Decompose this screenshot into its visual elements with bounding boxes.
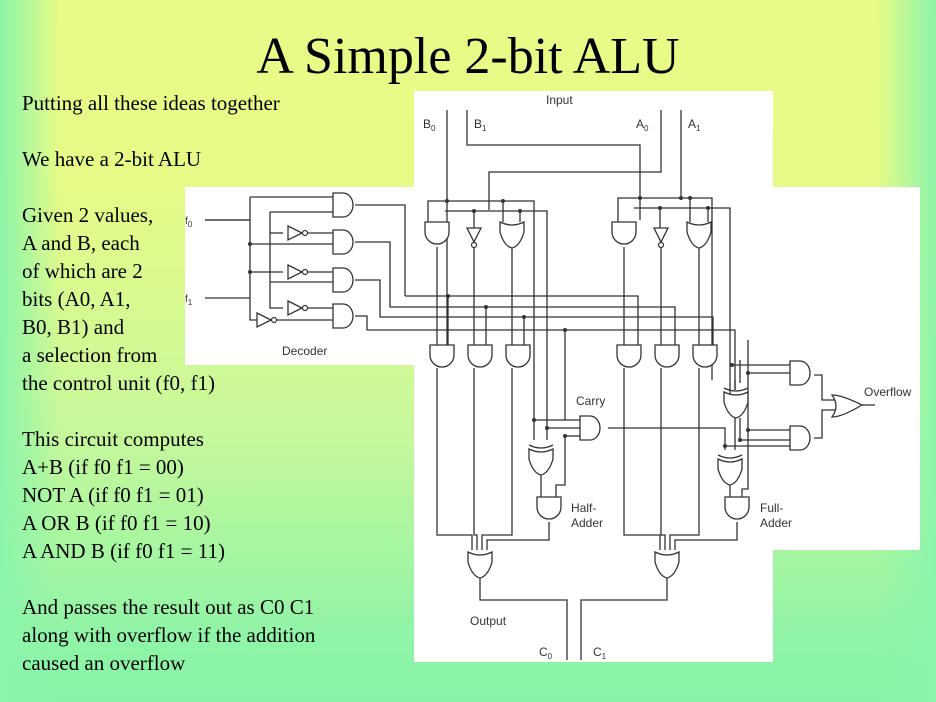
body-line: along with overflow if the addition	[22, 623, 316, 647]
body-line: of which are 2	[22, 259, 143, 283]
body-line: We have a 2-bit ALU	[22, 147, 202, 171]
full-adder-label-2: Adder	[760, 516, 792, 530]
body-line: A AND B (if f0 f1 = 11)	[22, 539, 225, 563]
body-line: This circuit computes	[22, 427, 204, 451]
a0-label: A0	[636, 117, 649, 133]
logic-gates-row1	[424, 221, 712, 249]
decoder-label: Decoder	[282, 344, 327, 358]
output-label: Output	[470, 614, 507, 628]
full-adder-label-1: Full-	[760, 501, 783, 515]
body-line: caused an overflow	[22, 651, 186, 675]
adder-gates	[528, 360, 864, 520]
f1-label: f1	[185, 294, 193, 307]
slide-body: Putting all these ideas together We have …	[22, 89, 315, 677]
diagram-background-top	[414, 91, 773, 191]
body-line: Given 2 values,	[22, 203, 154, 227]
diagram-background-right	[414, 360, 920, 550]
body-spacer	[22, 565, 315, 593]
body-spacer	[22, 397, 315, 425]
a1-label: A1	[688, 117, 701, 133]
body-spacer	[22, 173, 315, 201]
body-line: NOT A (if f0 f1 = 01)	[22, 483, 204, 507]
body-line: bits (A0, A1,	[22, 287, 131, 311]
f0-label: f0	[185, 216, 193, 229]
overflow-label: Overflow	[864, 385, 912, 399]
c0-label: C0	[539, 645, 553, 661]
diagram-background-main	[185, 187, 920, 365]
carry-label: Carry	[576, 394, 605, 408]
slide-title: A Simple 2-bit ALU	[256, 28, 680, 85]
body-line: the control unit (f0, f1)	[22, 371, 216, 395]
body-line: A and B, each	[22, 231, 140, 255]
junction-dots	[248, 196, 750, 448]
wires	[205, 110, 875, 660]
logic-gates-row2	[429, 344, 718, 368]
body-line: B0, B1) and	[22, 315, 125, 339]
body-spacer	[22, 117, 315, 145]
input-label: Input	[546, 93, 573, 107]
body-line: A+B (if f0 f1 = 00)	[22, 455, 184, 479]
output-gates	[467, 551, 680, 579]
c1-label: C1	[593, 645, 607, 661]
half-adder-label-1: Half-	[571, 501, 596, 515]
body-line: a selection from	[22, 343, 158, 367]
body-line: And passes the result out as C0 C1	[22, 595, 315, 619]
body-line: Putting all these ideas together	[22, 91, 280, 115]
half-adder-label-2: Adder	[571, 516, 603, 530]
b1-label: B1	[474, 117, 487, 133]
b0-label: B0	[423, 117, 436, 133]
body-line: A OR B (if f0 f1 = 10)	[22, 511, 211, 535]
